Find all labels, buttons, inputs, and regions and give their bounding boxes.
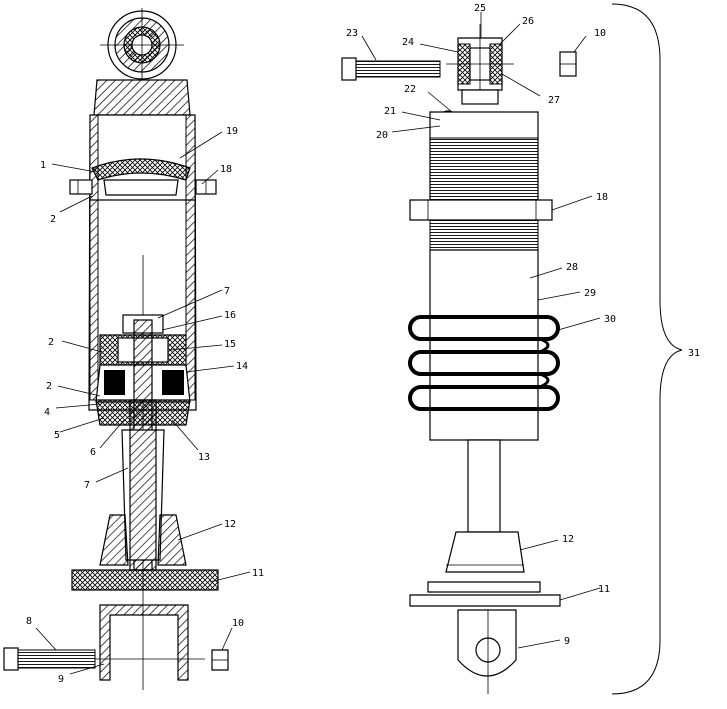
callout-18-right: 18 (596, 192, 608, 203)
left-cross-section (3, 8, 229, 690)
callout-20: 20 (376, 130, 388, 141)
callout-19: 19 (226, 126, 238, 137)
callout-28: 28 (566, 262, 578, 273)
right-exterior-view (341, 24, 577, 694)
callout-1: 1 (40, 160, 46, 171)
callout-12: 12 (224, 519, 236, 530)
callout-26: 26 (522, 16, 534, 27)
callout-2c: 2 (46, 381, 52, 392)
callout-30: 30 (604, 314, 616, 325)
callout-11-right: 11 (598, 584, 610, 595)
coil-spring (408, 315, 560, 411)
callout-11: 11 (252, 568, 264, 579)
callout-2a: 2 (50, 214, 56, 225)
callout-9: 9 (58, 674, 64, 685)
callout-23: 23 (346, 28, 358, 39)
top-eyelet (100, 8, 184, 80)
callout-24: 24 (402, 37, 414, 48)
callout-13: 13 (198, 452, 210, 463)
right-callouts: 20 21 22 23 24 25 26 27 10 18 28 29 30 1… (346, 3, 700, 647)
assembly-bracket (611, 3, 683, 695)
callout-6: 6 (90, 447, 96, 458)
callout-25: 25 (474, 3, 486, 14)
callout-10-right: 10 (594, 28, 606, 39)
callout-10: 10 (232, 618, 244, 629)
callout-22: 22 (404, 84, 416, 95)
callout-9-right: 9 (564, 636, 570, 647)
callout-5: 5 (54, 430, 60, 441)
callout-21: 21 (384, 106, 396, 117)
callout-7-lower: 7 (84, 480, 90, 491)
callout-4: 4 (44, 407, 50, 418)
callout-29: 29 (584, 288, 596, 299)
callout-18: 18 (220, 164, 232, 175)
callout-16: 16 (224, 310, 236, 321)
callout-7-upper: 7 (224, 286, 230, 297)
callout-2b: 2 (48, 337, 54, 348)
right-leaders (361, 12, 601, 649)
callout-14: 14 (236, 361, 248, 372)
callout-8: 8 (26, 616, 32, 627)
callout-15: 15 (224, 339, 236, 350)
callout-12-right: 12 (562, 534, 574, 545)
callout-31: 31 (688, 348, 700, 359)
callout-27: 27 (548, 95, 560, 106)
left-callouts: 1 2 2 2 4 5 6 7 7 8 9 10 11 12 13 14 15 … (26, 126, 264, 685)
left-leaders (35, 131, 251, 675)
